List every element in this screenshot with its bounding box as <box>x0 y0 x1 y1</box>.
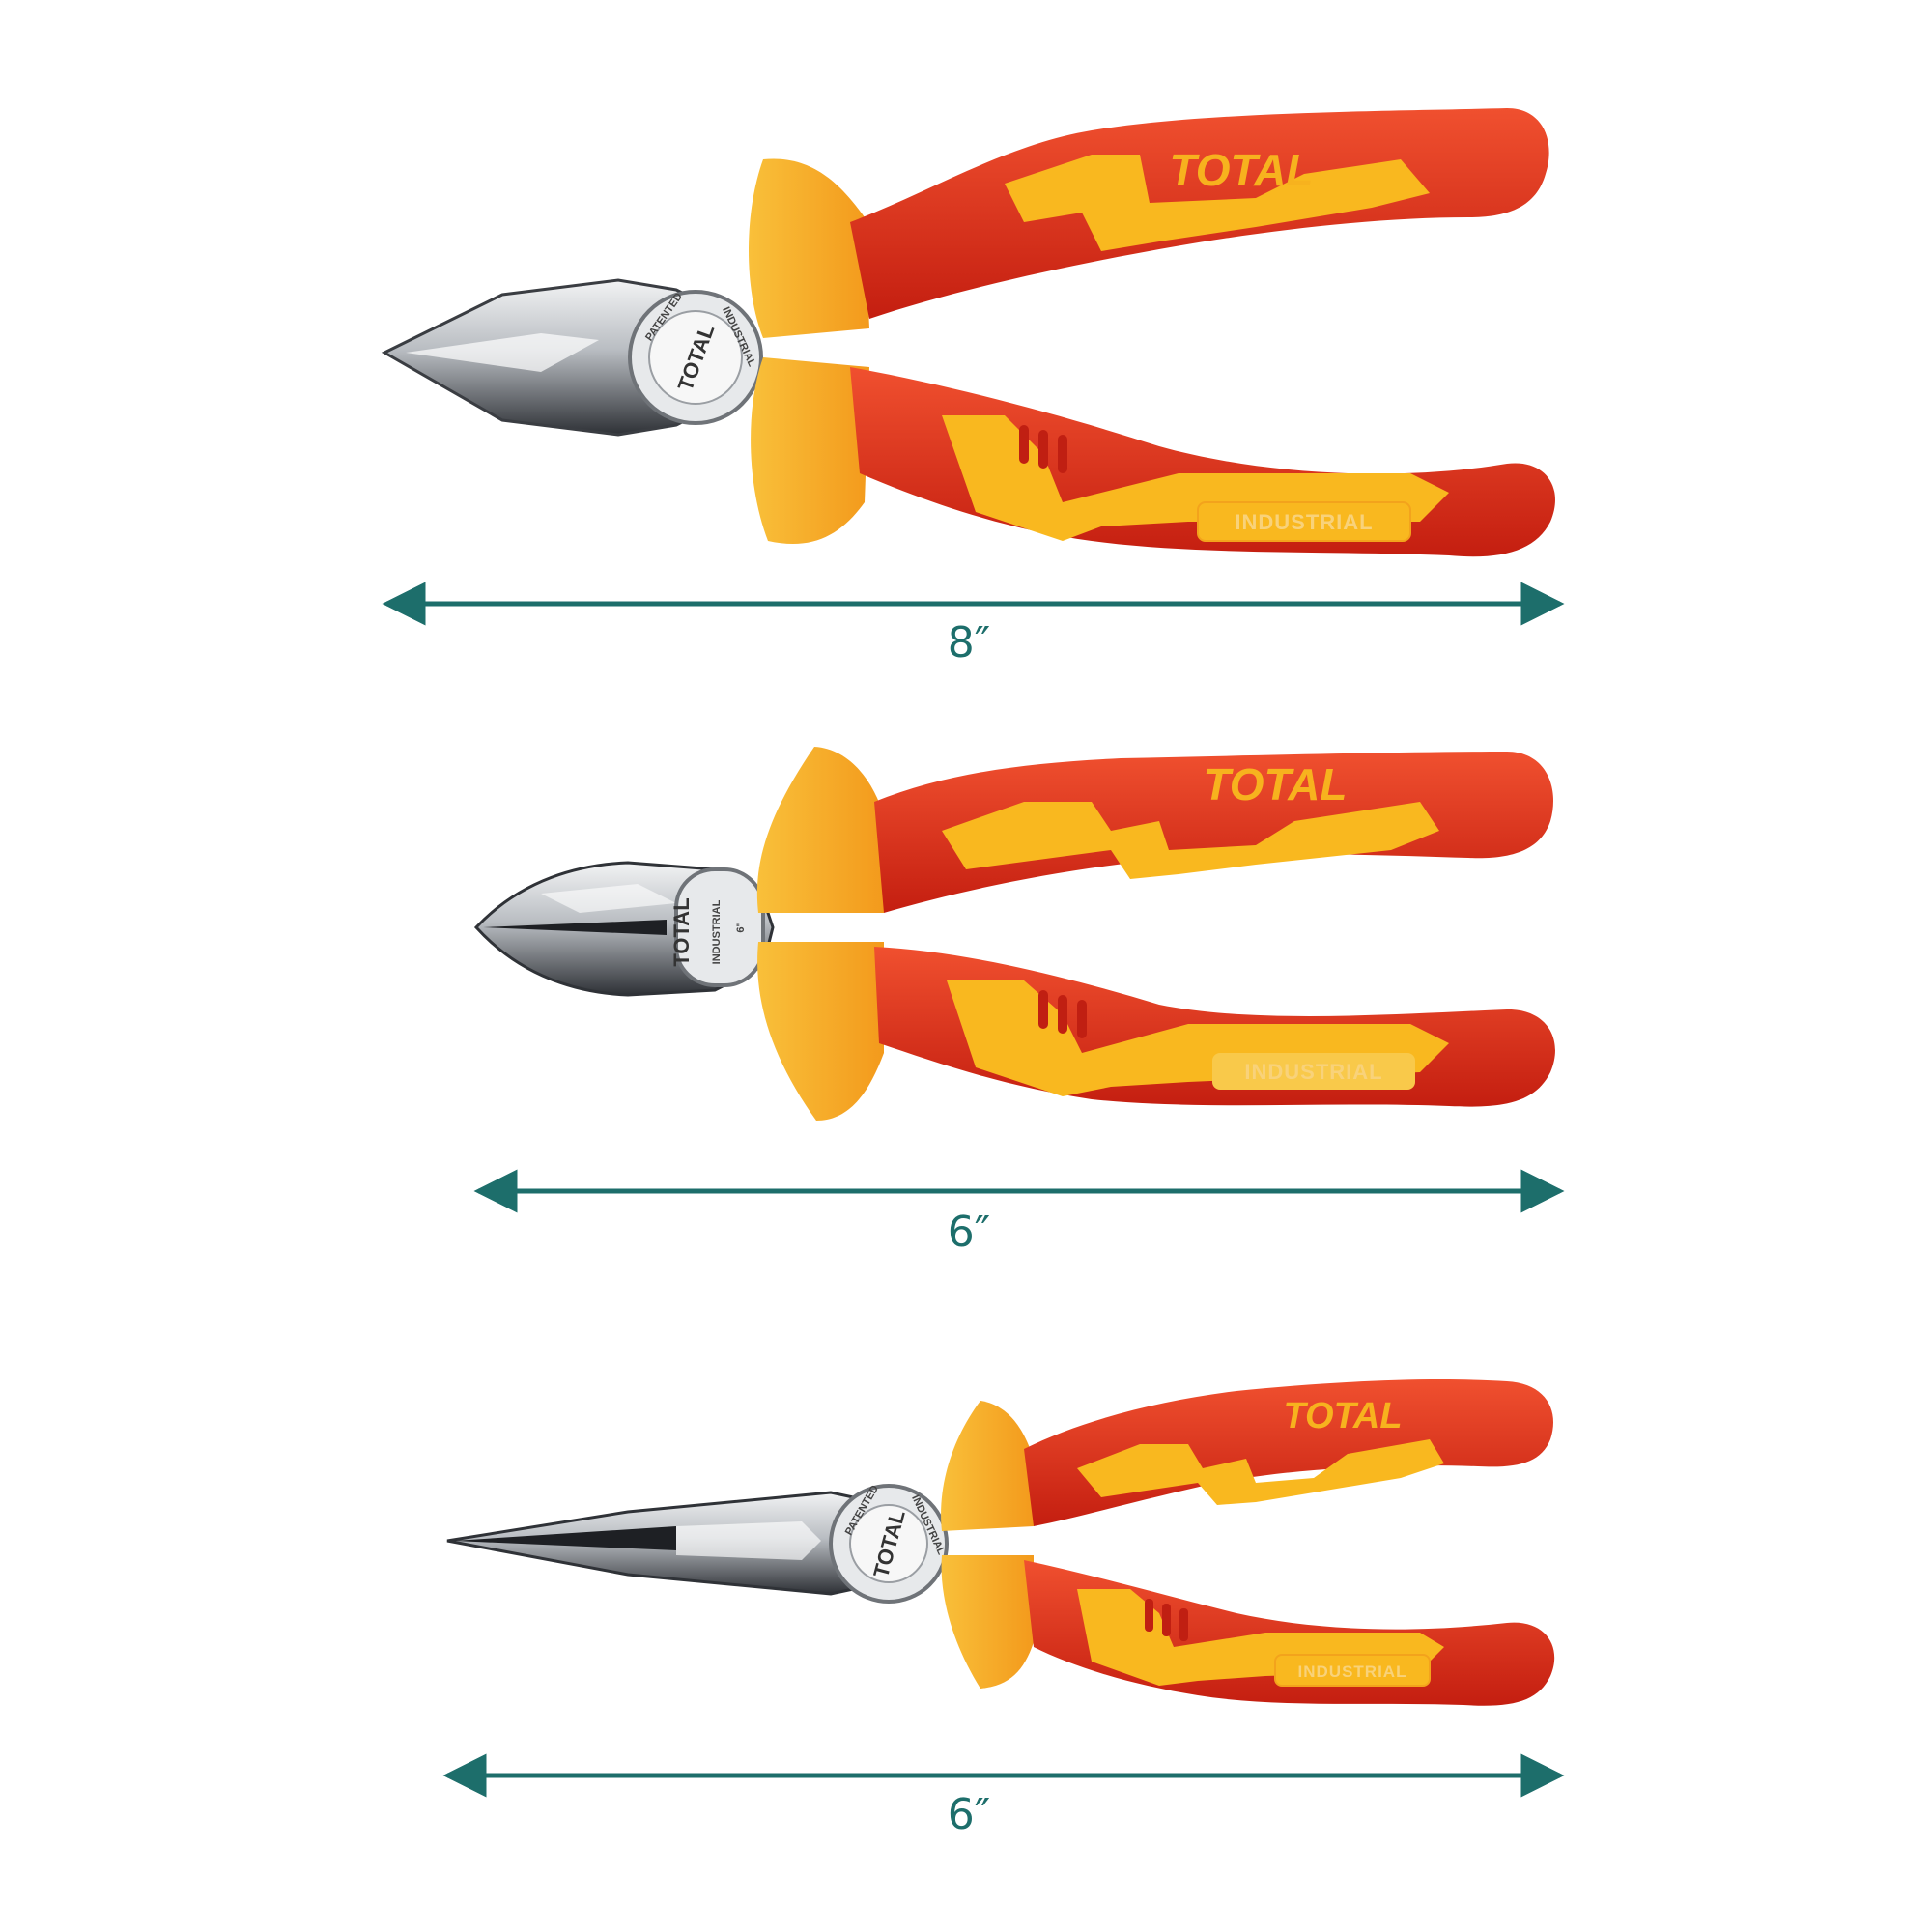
badge-size-text: 6" <box>735 922 747 932</box>
upper-grip <box>1077 1439 1444 1505</box>
grip-ribs <box>1038 990 1087 1038</box>
length-label: 6″ <box>948 1790 990 1839</box>
brand-logo-upper: TOTAL <box>1283 1396 1402 1436</box>
upper-guard <box>749 158 869 338</box>
badge-brand-text: TOTAL <box>669 897 694 966</box>
lower-guard <box>751 357 869 545</box>
grip-ribs <box>1145 1599 1188 1641</box>
brand-logo-upper: TOTAL <box>1169 145 1313 195</box>
dimension-6-inch-cutters: 6″ <box>473 1169 1565 1257</box>
diagonal-cutting-pliers: TOTAL INDUSTRIAL 6" TOTAL INDUSTRIAL <box>473 747 1555 1121</box>
upper-guard <box>756 747 884 913</box>
grip-label: INDUSTRIAL <box>1235 510 1373 534</box>
upper-grip <box>942 802 1439 879</box>
dimension-6-inch-long-nose: 6″ <box>442 1753 1565 1839</box>
lower-guard <box>941 1555 1034 1689</box>
joint-badge: TOTAL INDUSTRIAL 6" <box>669 867 765 987</box>
lower-guard <box>757 942 884 1121</box>
joint-badge: TOTAL PATENTED INDUSTRIAL <box>628 290 763 425</box>
grip-label: INDUSTRIAL <box>1298 1662 1407 1681</box>
brand-logo-upper: TOTAL <box>1203 759 1347 810</box>
long-nose-pliers: TOTAL PATENTED INDUSTRIAL TOTAL INDUSTRI… <box>446 1379 1555 1706</box>
grip-label: INDUSTRIAL <box>1244 1060 1382 1084</box>
dimension-8-inch: 8″ <box>382 582 1565 668</box>
badge-bottom-text: INDUSTRIAL <box>711 899 723 964</box>
length-label: 8″ <box>948 618 990 668</box>
combination-pliers: TOTAL PATENTED INDUSTRIAL TOTAL INDUSTRI… <box>381 108 1555 557</box>
grip-ribs <box>1019 425 1067 473</box>
joint-badge: TOTAL PATENTED INDUSTRIAL <box>829 1483 949 1604</box>
upper-handle <box>1024 1379 1553 1526</box>
length-label: 6″ <box>948 1208 990 1257</box>
upper-handle <box>874 752 1553 913</box>
upper-grip <box>1005 155 1430 251</box>
upper-guard <box>941 1401 1034 1531</box>
